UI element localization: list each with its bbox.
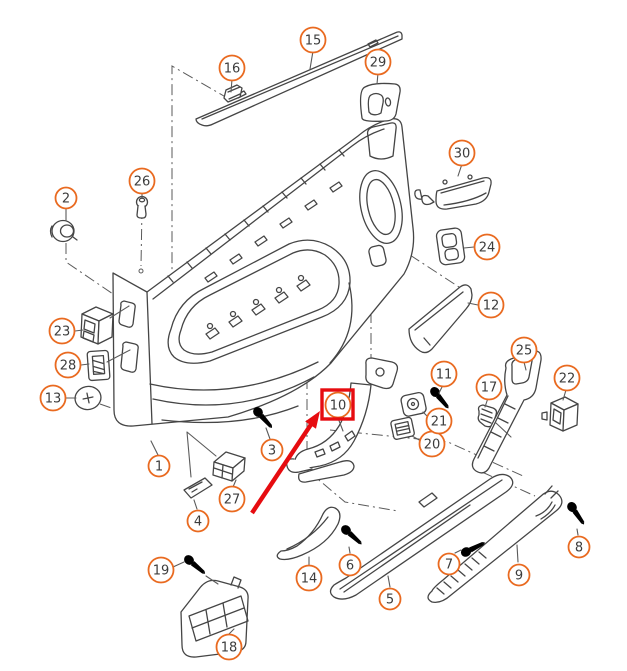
svg-text:29: 29	[370, 56, 387, 71]
part-9-sill-trim-strip	[427, 485, 563, 603]
highlight-arrow-shaft	[250, 420, 315, 515]
callout-1[interactable]: 1	[147, 454, 171, 478]
callout-18[interactable]: 18	[215, 633, 243, 661]
svg-text:8: 8	[575, 541, 583, 556]
highlight-box-part-10	[320, 388, 355, 421]
part-19-screw	[182, 553, 209, 578]
part-6-screw	[339, 523, 365, 548]
svg-text:18: 18	[221, 641, 238, 656]
callout-22[interactable]: 22	[553, 364, 581, 392]
svg-text:6: 6	[346, 559, 354, 574]
part-28-switch	[86, 349, 111, 382]
svg-text:17: 17	[481, 381, 498, 396]
highlight-layer	[250, 388, 355, 515]
callout-19[interactable]: 19	[147, 556, 175, 584]
svg-text:28: 28	[60, 359, 77, 374]
callout-8[interactable]: 8	[567, 535, 591, 559]
part-26-rivet-clip	[135, 195, 149, 219]
svg-text:12: 12	[483, 299, 500, 314]
part-8-screw	[565, 500, 588, 528]
callout-30[interactable]: 30	[448, 139, 476, 167]
svg-text:23: 23	[54, 325, 71, 340]
part-16-clip	[223, 84, 243, 103]
svg-text:16: 16	[224, 62, 241, 77]
svg-text:1: 1	[155, 460, 163, 475]
svg-text:30: 30	[454, 147, 471, 162]
svg-text:22: 22	[559, 372, 576, 387]
part-15-window-slot-trim-strip	[195, 31, 403, 127]
svg-text:10: 10	[330, 399, 347, 414]
part-14-handle-cover-trim	[276, 506, 341, 561]
svg-text:4: 4	[194, 515, 202, 530]
part-12-trim-insert-panel	[408, 284, 473, 354]
svg-text:11: 11	[436, 368, 453, 383]
callout-16[interactable]: 16	[218, 54, 246, 82]
callout-3[interactable]: 3	[260, 438, 284, 462]
svg-text:13: 13	[45, 392, 62, 407]
svg-text:15: 15	[305, 34, 322, 49]
svg-text:19: 19	[153, 564, 170, 579]
callout-12[interactable]: 12	[477, 291, 505, 319]
callout-4[interactable]: 4	[186, 509, 210, 533]
part-22-switch	[541, 396, 579, 432]
part-23-window-switch	[80, 306, 114, 345]
callout-2[interactable]: 2	[54, 186, 78, 210]
callout-7[interactable]: 7	[437, 552, 461, 576]
svg-text:14: 14	[301, 572, 318, 587]
svg-text:20: 20	[424, 438, 441, 453]
part-4-spacer-plate	[183, 477, 213, 499]
svg-text:26: 26	[134, 175, 151, 190]
callout-14[interactable]: 14	[295, 564, 323, 592]
svg-text:9: 9	[515, 569, 523, 584]
part-11-screw	[428, 385, 453, 412]
part-24-switch-bezel	[435, 227, 466, 266]
part-1-door-trim-panel	[112, 118, 415, 427]
leader-lines	[65, 50, 579, 635]
callout-27[interactable]: 27	[218, 485, 246, 513]
svg-text:7: 7	[445, 558, 453, 573]
svg-text:24: 24	[479, 241, 496, 256]
callout-24[interactable]: 24	[473, 233, 501, 261]
callout-17[interactable]: 17	[475, 373, 503, 401]
callout-10[interactable]: 10	[324, 391, 352, 419]
part-17-clip	[477, 404, 498, 428]
part-20-switch	[390, 416, 415, 440]
part-29-tweeter-trim-triangle	[359, 82, 401, 122]
svg-text:27: 27	[224, 493, 241, 508]
highlight-arrow-head	[305, 411, 320, 429]
svg-text:25: 25	[516, 344, 533, 359]
callout-5[interactable]: 5	[378, 587, 402, 611]
part-21-switch	[400, 392, 427, 417]
callout-25[interactable]: 25	[510, 336, 538, 364]
callout-21[interactable]: 21	[425, 407, 453, 435]
callout-29[interactable]: 29	[364, 48, 392, 76]
callout-28[interactable]: 28	[54, 351, 82, 379]
svg-text:3: 3	[268, 444, 276, 459]
part-30-door-pull-handle	[414, 174, 492, 210]
callout-13[interactable]: 13	[39, 384, 67, 412]
callout-11[interactable]: 11	[430, 360, 458, 388]
svg-text:2: 2	[62, 192, 70, 207]
callout-23[interactable]: 23	[48, 317, 76, 345]
part-2-grommet-plug	[49, 219, 78, 243]
callout-9[interactable]: 9	[507, 563, 531, 587]
part-13-cover-cap	[74, 385, 102, 411]
svg-text:21: 21	[431, 415, 448, 430]
callout-15[interactable]: 15	[299, 26, 327, 54]
part-5-armrest-pad	[329, 473, 514, 600]
callout-6[interactable]: 6	[338, 553, 362, 577]
callout-26[interactable]: 26	[128, 167, 156, 195]
part-27-connector-housing	[212, 451, 246, 482]
callout-20[interactable]: 20	[418, 430, 446, 458]
svg-text:5: 5	[386, 593, 394, 608]
